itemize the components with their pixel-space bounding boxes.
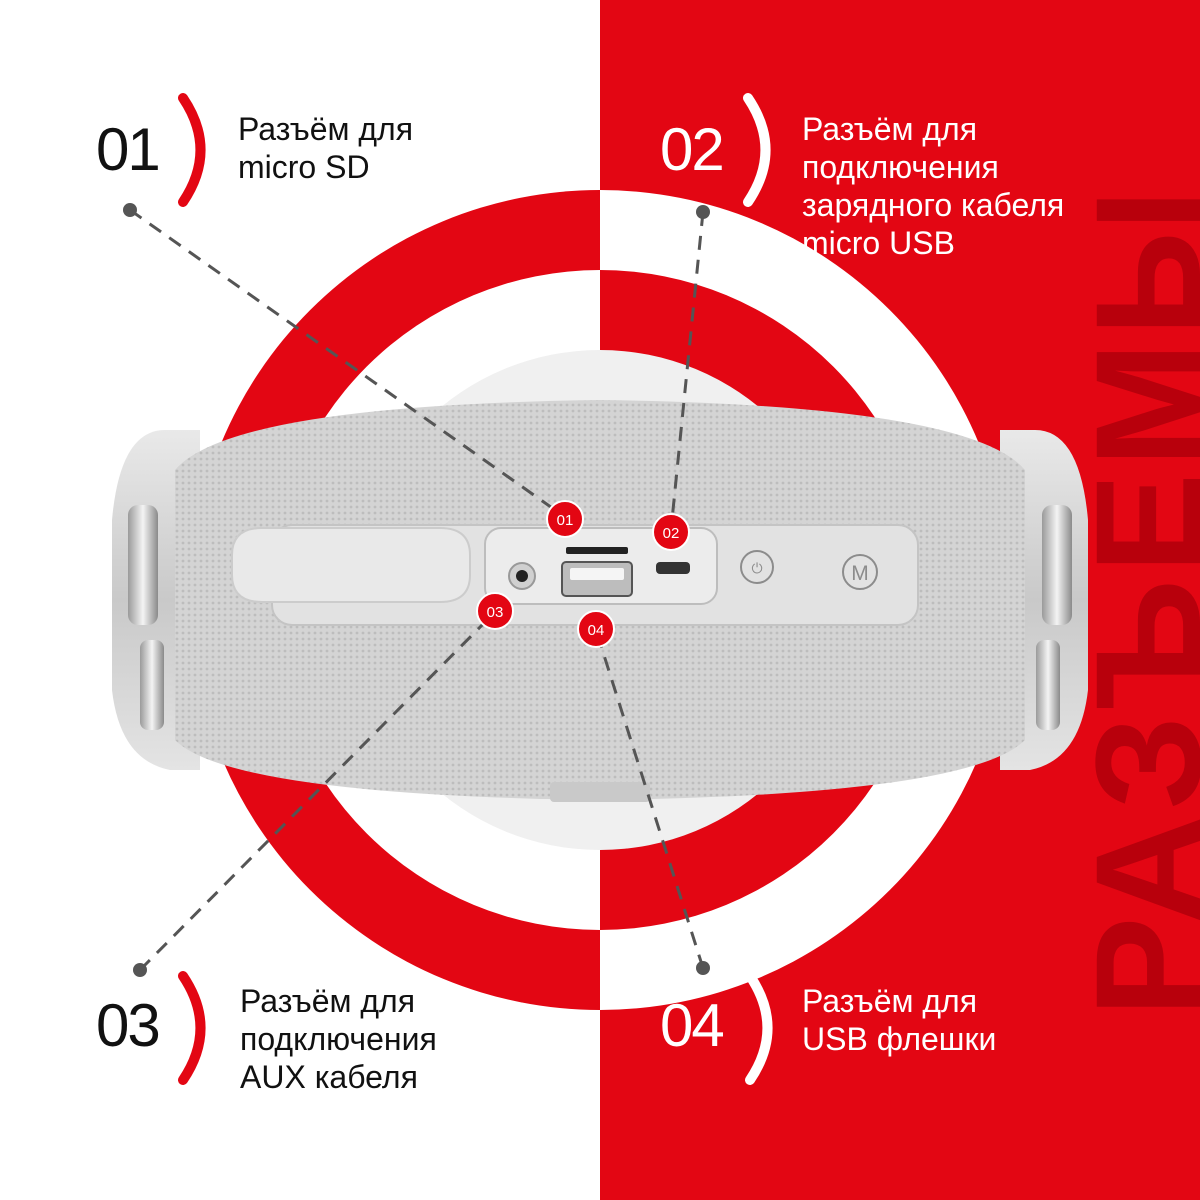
leader-dot-02 — [696, 205, 710, 219]
badge-03: 03 — [476, 592, 514, 630]
callout-label-04: Разъём для USB флешки — [802, 983, 997, 1057]
bracket-02 — [743, 93, 771, 207]
mode-m-icon[interactable] — [842, 554, 878, 590]
right-chrome-ring — [1042, 505, 1072, 625]
badge-01: 01 — [546, 500, 584, 538]
bracket-03 — [178, 971, 206, 1085]
callout-label-03: Разъём для подключения AUX кабеля — [240, 983, 437, 1095]
left-chrome-ring — [128, 505, 158, 625]
leader-line-03 — [138, 610, 497, 972]
svg-text:⏻: ⏻ — [751, 561, 762, 577]
leader-dot-04 — [696, 961, 710, 975]
power-play-pause-icon[interactable] — [740, 550, 774, 584]
speaker: ⏻ M — [112, 400, 1088, 802]
svg-text:02: 02 — [663, 525, 680, 542]
badge-02: 02 — [652, 513, 690, 551]
mode-button-label: M — [851, 562, 869, 585]
callout-number-02: 02 — [660, 116, 725, 183]
leader-line-01 — [129, 208, 566, 519]
leader-dot-03 — [133, 963, 147, 977]
callout-label-02: Разъём для подключения зарядного кабеля … — [802, 111, 1065, 261]
rubber-flap — [231, 527, 471, 603]
bracket-01 — [178, 93, 206, 207]
callout-label-01: Разъём для micro SD — [238, 111, 414, 185]
leader-line-02 — [669, 211, 705, 531]
callout-number-01: 01 — [96, 116, 161, 183]
badge-04: 04 — [577, 610, 615, 648]
micro-usb-port — [656, 562, 690, 574]
leader-dot-01 — [123, 203, 137, 217]
micro-sd-slot — [566, 547, 628, 554]
svg-text:03: 03 — [487, 604, 504, 621]
callout-number-03: 03 — [96, 992, 161, 1059]
svg-text:01: 01 — [557, 512, 574, 529]
callout-number-04: 04 — [660, 992, 725, 1059]
leader-line-04 — [594, 629, 705, 969]
vertical-title: РАЗЪЕМЫ — [1064, 183, 1200, 1017]
svg-text:04: 04 — [588, 622, 605, 639]
leader-lines — [129, 208, 705, 972]
bracket-04 — [745, 971, 773, 1085]
